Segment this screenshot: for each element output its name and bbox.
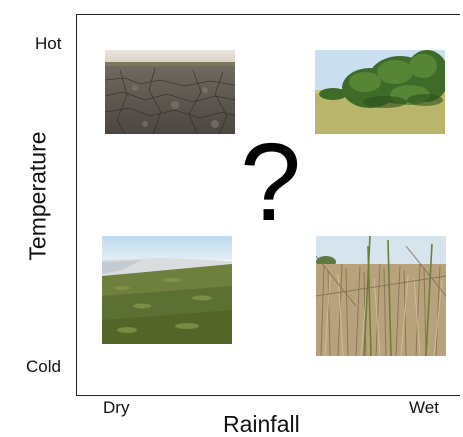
hot-wet-mangrove-photo [315,50,445,134]
x-axis-title: Rainfall [223,411,300,437]
x-left-label: Dry [103,398,130,417]
hot-dry-mudflat-photo [105,50,235,134]
question-mark: ? [240,121,302,244]
x-right-label: Wet [409,398,439,417]
y-top-label: Hot [35,34,62,53]
cold-wet-reeds-photo [316,236,446,356]
y-bottom-label: Cold [26,357,61,376]
cold-dry-saltmarsh-photo [102,236,232,344]
y-axis-title: Temperature [24,131,51,261]
quadrant-frame [76,14,460,396]
